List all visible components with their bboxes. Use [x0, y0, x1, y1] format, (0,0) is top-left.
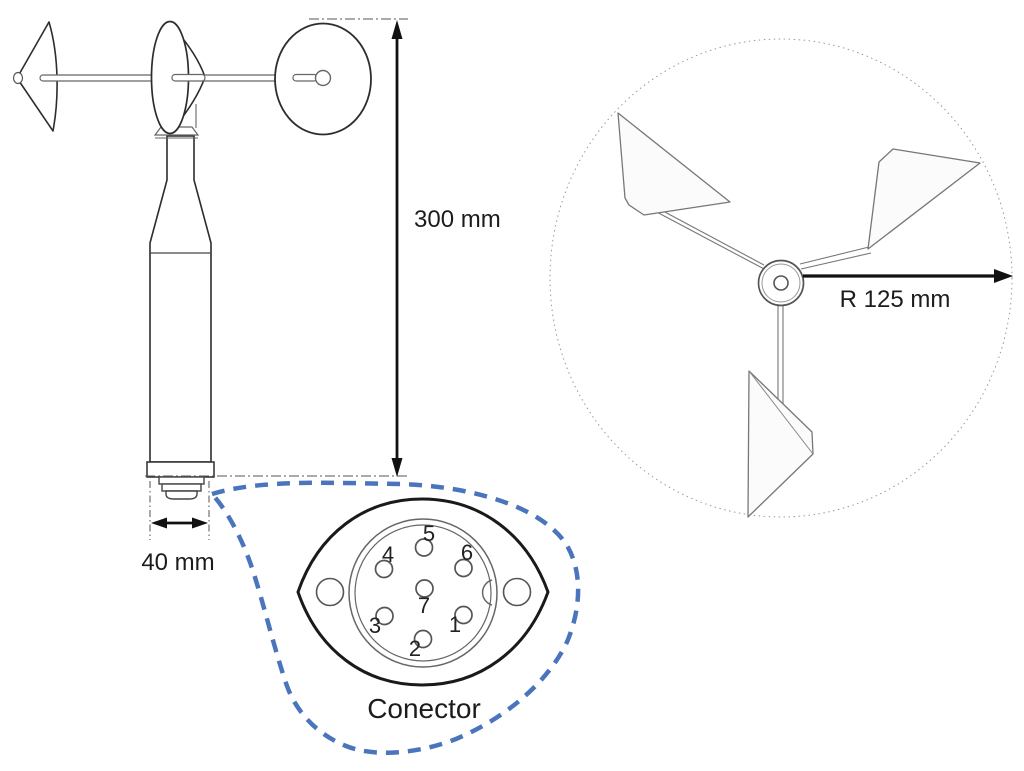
- pin-3: [375, 606, 394, 626]
- connector-pins: 1 2 3 4 5 6 7: [369, 521, 473, 661]
- radius-dimension-label: R 125 mm: [840, 286, 951, 313]
- pin-label-2: 2: [409, 636, 421, 661]
- pin-4: [374, 559, 394, 579]
- top-cup-upper-right: [867, 148, 981, 250]
- connector-face-inner-ring: [354, 524, 492, 662]
- connector-callout: 1 2 3 4 5 6 7 Conector: [207, 480, 581, 755]
- rotor-rod-left: [39, 74, 159, 82]
- arrowhead-up-icon: [391, 20, 403, 39]
- pin-5: [414, 538, 434, 557]
- side-view: 300 mm 40 mm: [12, 18, 501, 576]
- mounting-hole-left: [315, 577, 345, 607]
- pin-label-5: 5: [423, 521, 435, 546]
- pin-6: [454, 558, 473, 578]
- arm-upper-right: [799, 246, 870, 265]
- pin-7: [415, 579, 434, 598]
- connector-stub: [158, 476, 205, 500]
- right-cup-hub: [314, 69, 332, 87]
- width-dimension: 40 mm: [141, 517, 215, 576]
- width-dimension-label: 40 mm: [141, 549, 214, 576]
- pin-label-3: 3: [369, 613, 381, 638]
- base-plate: [146, 461, 215, 478]
- arrowhead-right-icon: [192, 517, 208, 529]
- hub-inner-ring: [761, 263, 801, 303]
- sensor-body: [149, 135, 212, 463]
- connector-stub-step2: [161, 483, 202, 492]
- radius-dimension: R 125 mm: [803, 269, 1013, 313]
- top-view: R 125 mm: [549, 38, 1013, 518]
- arrowhead-down-icon: [391, 458, 403, 477]
- callout-balloon: [207, 480, 581, 755]
- hub-axle: [773, 275, 789, 291]
- top-cup-upper-left: [617, 112, 731, 216]
- arm-upper-right-2: [800, 252, 872, 270]
- height-dimension: 300 mm: [391, 20, 501, 477]
- pin-label-7: 7: [418, 593, 430, 618]
- pin-label-6: 6: [461, 540, 473, 565]
- center-hub-stub: [171, 73, 206, 82]
- arm-upper-left-2: [650, 208, 767, 271]
- top-cup-bottom-rim: [748, 370, 814, 455]
- rotor-hub: [757, 259, 805, 307]
- mounting-hole-right: [502, 577, 532, 607]
- connector-label: Conector: [367, 693, 481, 724]
- connector-stub-step3: [165, 490, 198, 500]
- connector-stub-step1: [158, 476, 205, 485]
- pin-label-4: 4: [382, 542, 394, 567]
- rotation-envelope-circle: [549, 38, 1013, 518]
- pin-2: [413, 629, 433, 649]
- pin-label-1: 1: [449, 612, 461, 637]
- keyway-arc: [481, 579, 493, 606]
- right-cup-rod-stub: [292, 73, 318, 82]
- pin-1: [454, 605, 473, 625]
- arm-upper-left: [647, 202, 765, 266]
- rotor-arms: [647, 202, 872, 406]
- height-dimension-label: 300 mm: [414, 206, 501, 233]
- arrowhead-right-icon: [994, 269, 1013, 283]
- top-cup-bottom: [747, 370, 814, 518]
- arrowhead-left-icon: [151, 517, 167, 529]
- left-cup-hub: [12, 71, 24, 85]
